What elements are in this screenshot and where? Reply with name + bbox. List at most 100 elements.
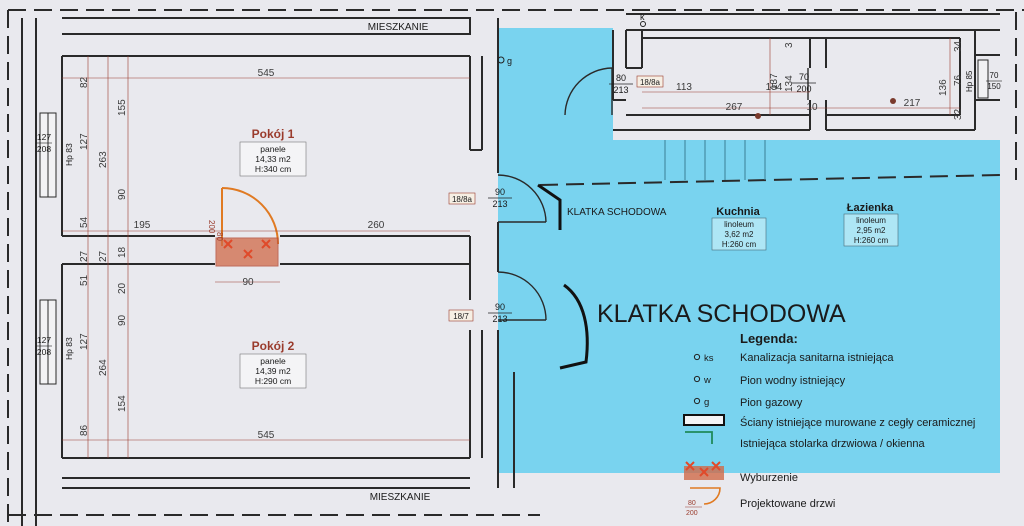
dim-76: 76 xyxy=(953,74,964,86)
demolition-crosses xyxy=(223,239,271,259)
legend-text: Wyburzenie xyxy=(740,472,798,484)
room-area: 14,39 m2 xyxy=(255,366,291,376)
dim-137: 137 xyxy=(769,73,780,90)
gas-marker-label: g xyxy=(507,56,512,66)
klatka-big-label: KLATKA SCHODOWA xyxy=(597,300,846,328)
dim-545-top: 545 xyxy=(258,68,275,79)
dim-113: 113 xyxy=(676,82,692,93)
room-pokoj2: Pokój 2 panele 14,39 m2 H:290 cm xyxy=(239,339,307,389)
dimension-texts: 545 545 195 260 90 82 155 263 127 90 54 … xyxy=(79,40,964,441)
dim-154: 154 xyxy=(117,395,128,412)
room-name: Pokój 2 xyxy=(252,339,295,353)
door-width: 80 xyxy=(616,73,626,83)
new-door-width: 80 xyxy=(215,232,224,241)
dim-90a: 90 xyxy=(117,188,128,200)
mieszkanie-bottom-label: MIESZKANIE xyxy=(370,492,431,503)
room-kuchnia: Kuchnia linoleum 3,62 m2 H:260 cm xyxy=(711,206,767,251)
legend-text: Ściany istniejące murowane z cegły ceram… xyxy=(740,416,975,429)
legend-door-height: 200 xyxy=(686,510,698,517)
dim-3: 3 xyxy=(784,42,795,48)
door-height: 213 xyxy=(492,199,507,209)
room-floor: linoleum xyxy=(724,220,754,229)
dim-260: 260 xyxy=(368,220,385,231)
window-width: 127 xyxy=(37,132,51,142)
window-height: 150 xyxy=(987,82,1001,91)
door-tag: 18/8a xyxy=(452,195,473,204)
dim-155: 155 xyxy=(117,99,128,116)
legend-symbol: ks xyxy=(704,353,714,364)
room-name: Łazienka xyxy=(847,202,894,214)
window-width: 70 xyxy=(990,71,999,80)
dim-32: 32 xyxy=(953,108,964,120)
new-door xyxy=(221,187,279,246)
legend-wall-symbol xyxy=(683,414,725,426)
window-hp: Hp 83 xyxy=(64,143,74,166)
dim-134: 134 xyxy=(784,75,795,92)
dim-10: 10 xyxy=(806,102,818,113)
door-tag-d3: 80 213 18/8a xyxy=(609,73,664,95)
room-name: Pokój 1 xyxy=(252,127,295,141)
door-tag-d1: 18/8a 90 213 xyxy=(448,187,512,209)
dim-136: 136 xyxy=(938,79,949,96)
dim-82: 82 xyxy=(79,76,90,88)
dim-90: 90 xyxy=(242,277,254,288)
dim-27b: 27 xyxy=(98,250,109,262)
room-height: H:260 cm xyxy=(722,240,757,249)
klatka-small-label: KLATKA SCHODOWA xyxy=(567,207,667,218)
window-height: 208 xyxy=(37,144,51,154)
mieszkanie-top-label: MIESZKANIE xyxy=(368,22,429,33)
legend-item-ks: ks Kanalizacja sanitarna istniejąca xyxy=(693,352,894,364)
door-width: 90 xyxy=(495,187,505,197)
room-area: 14,33 m2 xyxy=(255,154,291,164)
room-floor: linoleum xyxy=(856,216,886,225)
dim-18: 18 xyxy=(117,246,128,258)
dim-54: 54 xyxy=(79,216,90,228)
legend-title: Legenda: xyxy=(740,331,798,346)
dim-34: 34 xyxy=(953,40,964,52)
dim-195: 195 xyxy=(134,220,151,231)
dim-127b: 127 xyxy=(79,333,90,350)
legend-text: Pion wodny istniejący xyxy=(740,375,846,387)
dim-267: 267 xyxy=(726,102,743,113)
dim-545-bottom: 545 xyxy=(258,430,275,441)
legend-item-joinery: Istniejąca stolarka drzwiowa / okienna xyxy=(685,431,926,450)
room-lazienka: Łazienka linoleum 2,95 m2 H:260 cm xyxy=(843,202,899,247)
legend-text: Kanalizacja sanitarna istniejąca xyxy=(740,352,894,364)
door-width: 90 xyxy=(495,302,505,312)
room-pokoj1: Pokój 1 panele 14,33 m2 H:340 cm xyxy=(239,127,307,177)
legend-text: Pion gazowy xyxy=(740,397,803,409)
dim-51: 51 xyxy=(79,274,90,286)
door-height: 213 xyxy=(492,314,507,324)
dim-20: 20 xyxy=(117,282,128,294)
legend-text: Istniejąca stolarka drzwiowa / okienna xyxy=(740,438,926,450)
dim-86: 86 xyxy=(79,424,90,436)
room-height: H:340 cm xyxy=(255,164,291,174)
kitchen-door-tag: 70 200 xyxy=(792,72,816,94)
new-door-height: 200 xyxy=(207,220,216,234)
legend-joinery-symbol xyxy=(685,431,713,444)
room-area: 2,95 m2 xyxy=(857,226,886,235)
legend-symbol: g xyxy=(704,397,709,408)
legend-item-walls: Ściany istniejące murowane z cegły ceram… xyxy=(683,414,975,429)
window-hp: Hp 83 xyxy=(64,337,74,360)
legend-item-w: w Pion wodny istniejący xyxy=(693,375,846,387)
legend-door-width: 80 xyxy=(688,500,696,507)
left-windows xyxy=(39,59,989,385)
dim-90b: 90 xyxy=(117,314,128,326)
legend-door-symbol xyxy=(690,487,721,505)
pipe-markers: g k xyxy=(497,12,896,119)
dim-217: 217 xyxy=(904,98,921,109)
room-name: Kuchnia xyxy=(716,206,760,218)
dim-154-top: 154 xyxy=(766,82,783,93)
door-width: 70 xyxy=(799,72,809,82)
legend-text: Projektowane drzwi xyxy=(740,498,835,510)
dim-264: 264 xyxy=(98,359,109,376)
dim-27a: 27 xyxy=(79,250,90,262)
window-hp: Hp 85 xyxy=(965,70,974,92)
legend: Legenda: ks Kanalizacja sanitarna istnie… xyxy=(683,331,975,517)
room-floor: panele xyxy=(260,356,286,366)
room-height: H:260 cm xyxy=(854,236,889,245)
door-height: 213 xyxy=(613,85,628,95)
legend-item-demolition: Wyburzenie xyxy=(684,461,798,484)
